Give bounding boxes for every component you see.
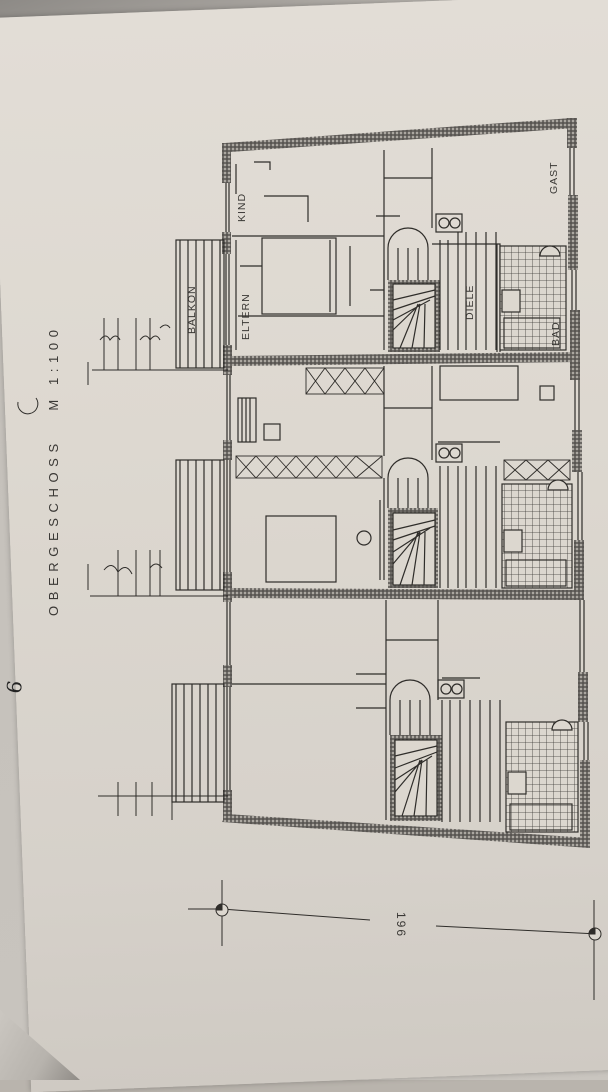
room-label-eltern: ELTERN [240,293,252,340]
room-label-bad: BAD [550,321,562,346]
unit-2 [175,365,573,591]
dimension-label: 196 [394,912,408,939]
room-label-gast: GAST [548,161,560,194]
garden-details [90,318,228,820]
dimension-line [188,880,602,1000]
room-label-kind: KIND [236,192,248,222]
exterior-walls [222,118,590,848]
drawing-title: OBERGESCHOSS M 1:100 [46,324,61,616]
room-label-diele: DIELE [464,284,476,320]
party-walls [229,352,584,600]
room-label-balkon: BALKON [186,285,198,334]
title-text: OBERGESCHOSS [46,438,61,616]
unit-3 [171,600,579,833]
unit-1 [175,148,567,369]
scale-label: M 1:100 [46,324,61,411]
